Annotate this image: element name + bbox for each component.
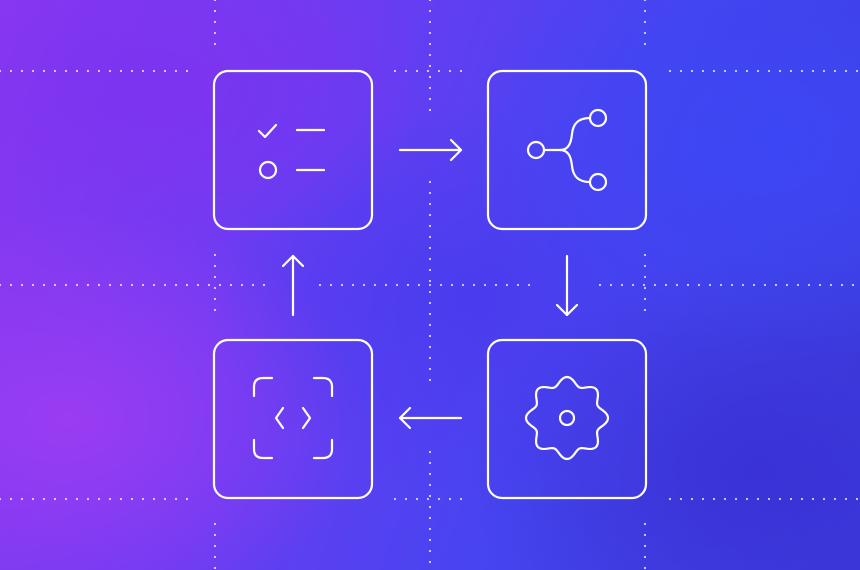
node-settings xyxy=(486,338,648,500)
checklist-icon xyxy=(257,123,326,180)
code-brackets-icon xyxy=(252,376,334,460)
arrow-code-to-checklist xyxy=(281,254,305,317)
node-code-box xyxy=(212,338,374,500)
arrow-settings-to-code xyxy=(398,406,463,430)
arrow-branch-to-settings xyxy=(555,254,579,317)
gear-icon xyxy=(524,375,610,461)
node-branch-box xyxy=(486,69,648,231)
node-checklist-box xyxy=(212,69,374,231)
node-branch xyxy=(486,69,648,231)
node-code xyxy=(212,338,374,500)
node-checklist xyxy=(212,69,374,231)
node-settings-box xyxy=(486,338,648,500)
arrow-checklist-to-branch xyxy=(398,138,463,162)
branch-icon xyxy=(526,108,608,192)
